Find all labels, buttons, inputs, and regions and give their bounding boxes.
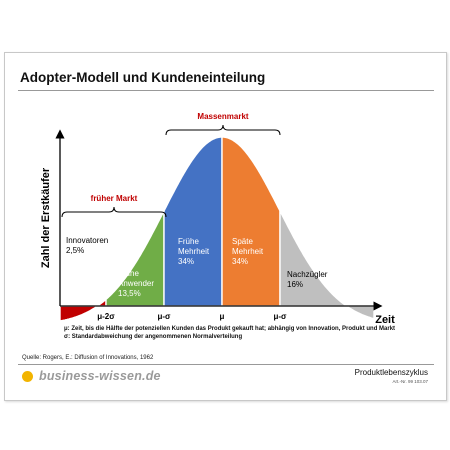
market-brackets: früher Markt Massenmarkt bbox=[61, 112, 281, 218]
footnote-sigma: σ: Standardabweichung der angenommenen N… bbox=[64, 334, 243, 340]
axes bbox=[55, 129, 383, 311]
brand-name: business-wissen.de bbox=[39, 369, 161, 383]
bracket-label: Massenmarkt bbox=[197, 112, 248, 121]
x-tick-labels: μ-2σ μ-σ μ μ-σ bbox=[97, 312, 287, 321]
curve-segments bbox=[59, 136, 375, 322]
x-tick-label: μ-2σ bbox=[97, 312, 115, 321]
footnote-mu: μ: Zeit, bis die Hälfte der potenziellen… bbox=[64, 326, 396, 332]
y-axis-label: Zahl der Erstkäufer bbox=[40, 167, 52, 268]
chart-title: Adopter-Modell und Kundeneinteilung bbox=[20, 70, 266, 85]
x-axis-label: Zeit bbox=[375, 314, 395, 326]
x-tick-label: μ bbox=[220, 312, 225, 321]
source-note: Quelle: Rogers, E.: Diffusion of Innovat… bbox=[22, 355, 154, 361]
bracket-line bbox=[165, 124, 281, 136]
brand-logo: business-wissen.de bbox=[22, 368, 161, 384]
segment-späte-mehrheit bbox=[221, 136, 281, 307]
segment-innovatoren bbox=[59, 297, 107, 322]
segment-frühe-mehrheit bbox=[163, 136, 223, 307]
bracket-line bbox=[61, 206, 167, 218]
footer-divider bbox=[18, 364, 434, 365]
bracket-label: früher Markt bbox=[91, 194, 138, 203]
brand-dot-icon bbox=[22, 370, 33, 382]
section-name: Produktlebenszyklus bbox=[354, 368, 428, 377]
x-tick-label: μ-σ bbox=[157, 312, 171, 321]
title-divider bbox=[18, 90, 434, 91]
article-number: Art.-Nr. 99 103.07 bbox=[392, 379, 428, 384]
segment-frühe-anwender bbox=[105, 210, 165, 307]
segment-nachzügler bbox=[279, 210, 375, 320]
x-tick-label: μ-σ bbox=[273, 312, 287, 321]
